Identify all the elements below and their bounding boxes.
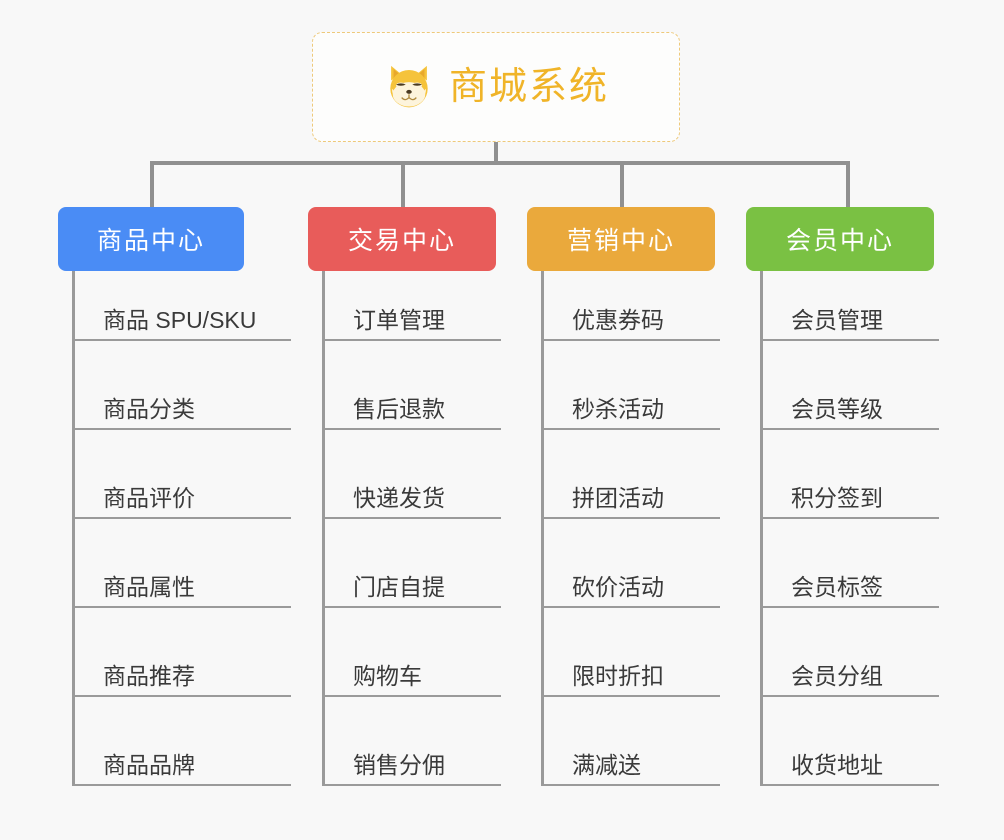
list-item-label: 商品评价 <box>103 484 195 511</box>
connector-drop-3 <box>620 161 624 209</box>
list-item[interactable]: 收货地址 <box>763 697 939 786</box>
list-item-label: 满减送 <box>572 751 641 778</box>
list-item[interactable]: 秒杀活动 <box>544 341 720 430</box>
branch-header-label: 商品中心 <box>96 227 205 255</box>
list-item-label: 商品品牌 <box>103 751 195 778</box>
list-item[interactable]: 满减送 <box>544 697 720 786</box>
branch-header-3[interactable]: 营销中心 <box>527 207 715 271</box>
list-item-label: 商品分类 <box>103 395 195 422</box>
list-item-label: 优惠券码 <box>572 306 664 333</box>
connector-drop-2 <box>401 161 405 209</box>
list-item-label: 会员等级 <box>791 395 883 422</box>
list-item[interactable]: 商品推荐 <box>75 608 291 697</box>
connector-drop-1 <box>150 161 154 209</box>
list-item[interactable]: 门店自提 <box>325 519 501 608</box>
list-item-label: 购物车 <box>353 662 422 689</box>
list-item[interactable]: 会员标签 <box>763 519 939 608</box>
list-item-label: 限时折扣 <box>572 662 664 689</box>
list-item[interactable]: 商品品牌 <box>75 697 291 786</box>
list-item[interactable]: 会员分组 <box>763 608 939 697</box>
list-item[interactable]: 优惠券码 <box>544 271 720 341</box>
connector-root-stem <box>494 142 498 164</box>
list-item-label: 商品 SPU/SKU <box>103 306 257 333</box>
list-item[interactable]: 会员等级 <box>763 341 939 430</box>
list-item-label: 售后退款 <box>353 395 445 422</box>
list-item-label: 会员管理 <box>791 306 883 333</box>
list-item[interactable]: 商品评价 <box>75 430 291 519</box>
branch-item-list-4: 会员管理 会员等级 积分签到 会员标签 会员分组 收货地址 <box>760 271 958 786</box>
list-item[interactable]: 会员管理 <box>763 271 939 341</box>
connector-horizontal-bar <box>150 161 850 165</box>
connector-drop-4 <box>846 161 850 209</box>
list-item-label: 商品推荐 <box>103 662 195 689</box>
branch-column-2: 交易中心 订单管理 售后退款 快递发货 门店自提 购物车 销售分佣 <box>308 207 520 786</box>
list-item[interactable]: 拼团活动 <box>544 430 720 519</box>
list-item-label: 会员标签 <box>791 573 883 600</box>
branch-header-4[interactable]: 会员中心 <box>746 207 934 271</box>
list-item-label: 秒杀活动 <box>572 395 664 422</box>
list-item[interactable]: 商品属性 <box>75 519 291 608</box>
list-item[interactable]: 快递发货 <box>325 430 501 519</box>
branch-item-list-2: 订单管理 售后退款 快递发货 门店自提 购物车 销售分佣 <box>322 271 520 786</box>
list-item-label: 商品属性 <box>103 573 195 600</box>
list-item-label: 砍价活动 <box>572 573 664 600</box>
list-item[interactable]: 销售分佣 <box>325 697 501 786</box>
list-item-label: 会员分组 <box>791 662 883 689</box>
list-item-label: 收货地址 <box>791 751 883 778</box>
branch-header-2[interactable]: 交易中心 <box>308 207 496 271</box>
branch-header-label: 会员中心 <box>785 227 894 255</box>
root-title: 商城系统 <box>448 66 609 108</box>
list-item-label: 订单管理 <box>353 306 445 333</box>
list-item[interactable]: 购物车 <box>325 608 501 697</box>
list-item-label: 门店自提 <box>353 573 445 600</box>
branch-column-3: 营销中心 优惠券码 秒杀活动 拼团活动 砍价活动 限时折扣 满减送 <box>527 207 739 786</box>
list-item[interactable]: 砍价活动 <box>544 519 720 608</box>
root-node[interactable]: 商城系统 <box>312 32 680 142</box>
list-item-label: 拼团活动 <box>572 484 664 511</box>
branch-header-label: 营销中心 <box>566 227 675 255</box>
branch-header-1[interactable]: 商品中心 <box>58 207 244 271</box>
branch-column-1: 商品中心 商品 SPU/SKU 商品分类 商品评价 商品属性 商品推荐 商品品牌 <box>58 207 291 786</box>
branch-header-label: 交易中心 <box>347 227 456 255</box>
list-item[interactable]: 商品 SPU/SKU <box>75 271 291 341</box>
list-item-label: 快递发货 <box>353 484 445 511</box>
branch-item-list-1: 商品 SPU/SKU 商品分类 商品评价 商品属性 商品推荐 商品品牌 <box>72 271 291 786</box>
list-item-label: 销售分佣 <box>353 751 445 778</box>
list-item[interactable]: 订单管理 <box>325 271 501 341</box>
list-item[interactable]: 售后退款 <box>325 341 501 430</box>
list-item[interactable]: 限时折扣 <box>544 608 720 697</box>
branch-column-4: 会员中心 会员管理 会员等级 积分签到 会员标签 会员分组 收货地址 <box>746 207 958 786</box>
list-item[interactable]: 积分签到 <box>763 430 939 519</box>
list-item-label: 积分签到 <box>791 484 883 511</box>
branch-item-list-3: 优惠券码 秒杀活动 拼团活动 砍价活动 限时折扣 满减送 <box>541 271 739 786</box>
shiba-dog-icon <box>390 65 428 109</box>
list-item[interactable]: 商品分类 <box>75 341 291 430</box>
